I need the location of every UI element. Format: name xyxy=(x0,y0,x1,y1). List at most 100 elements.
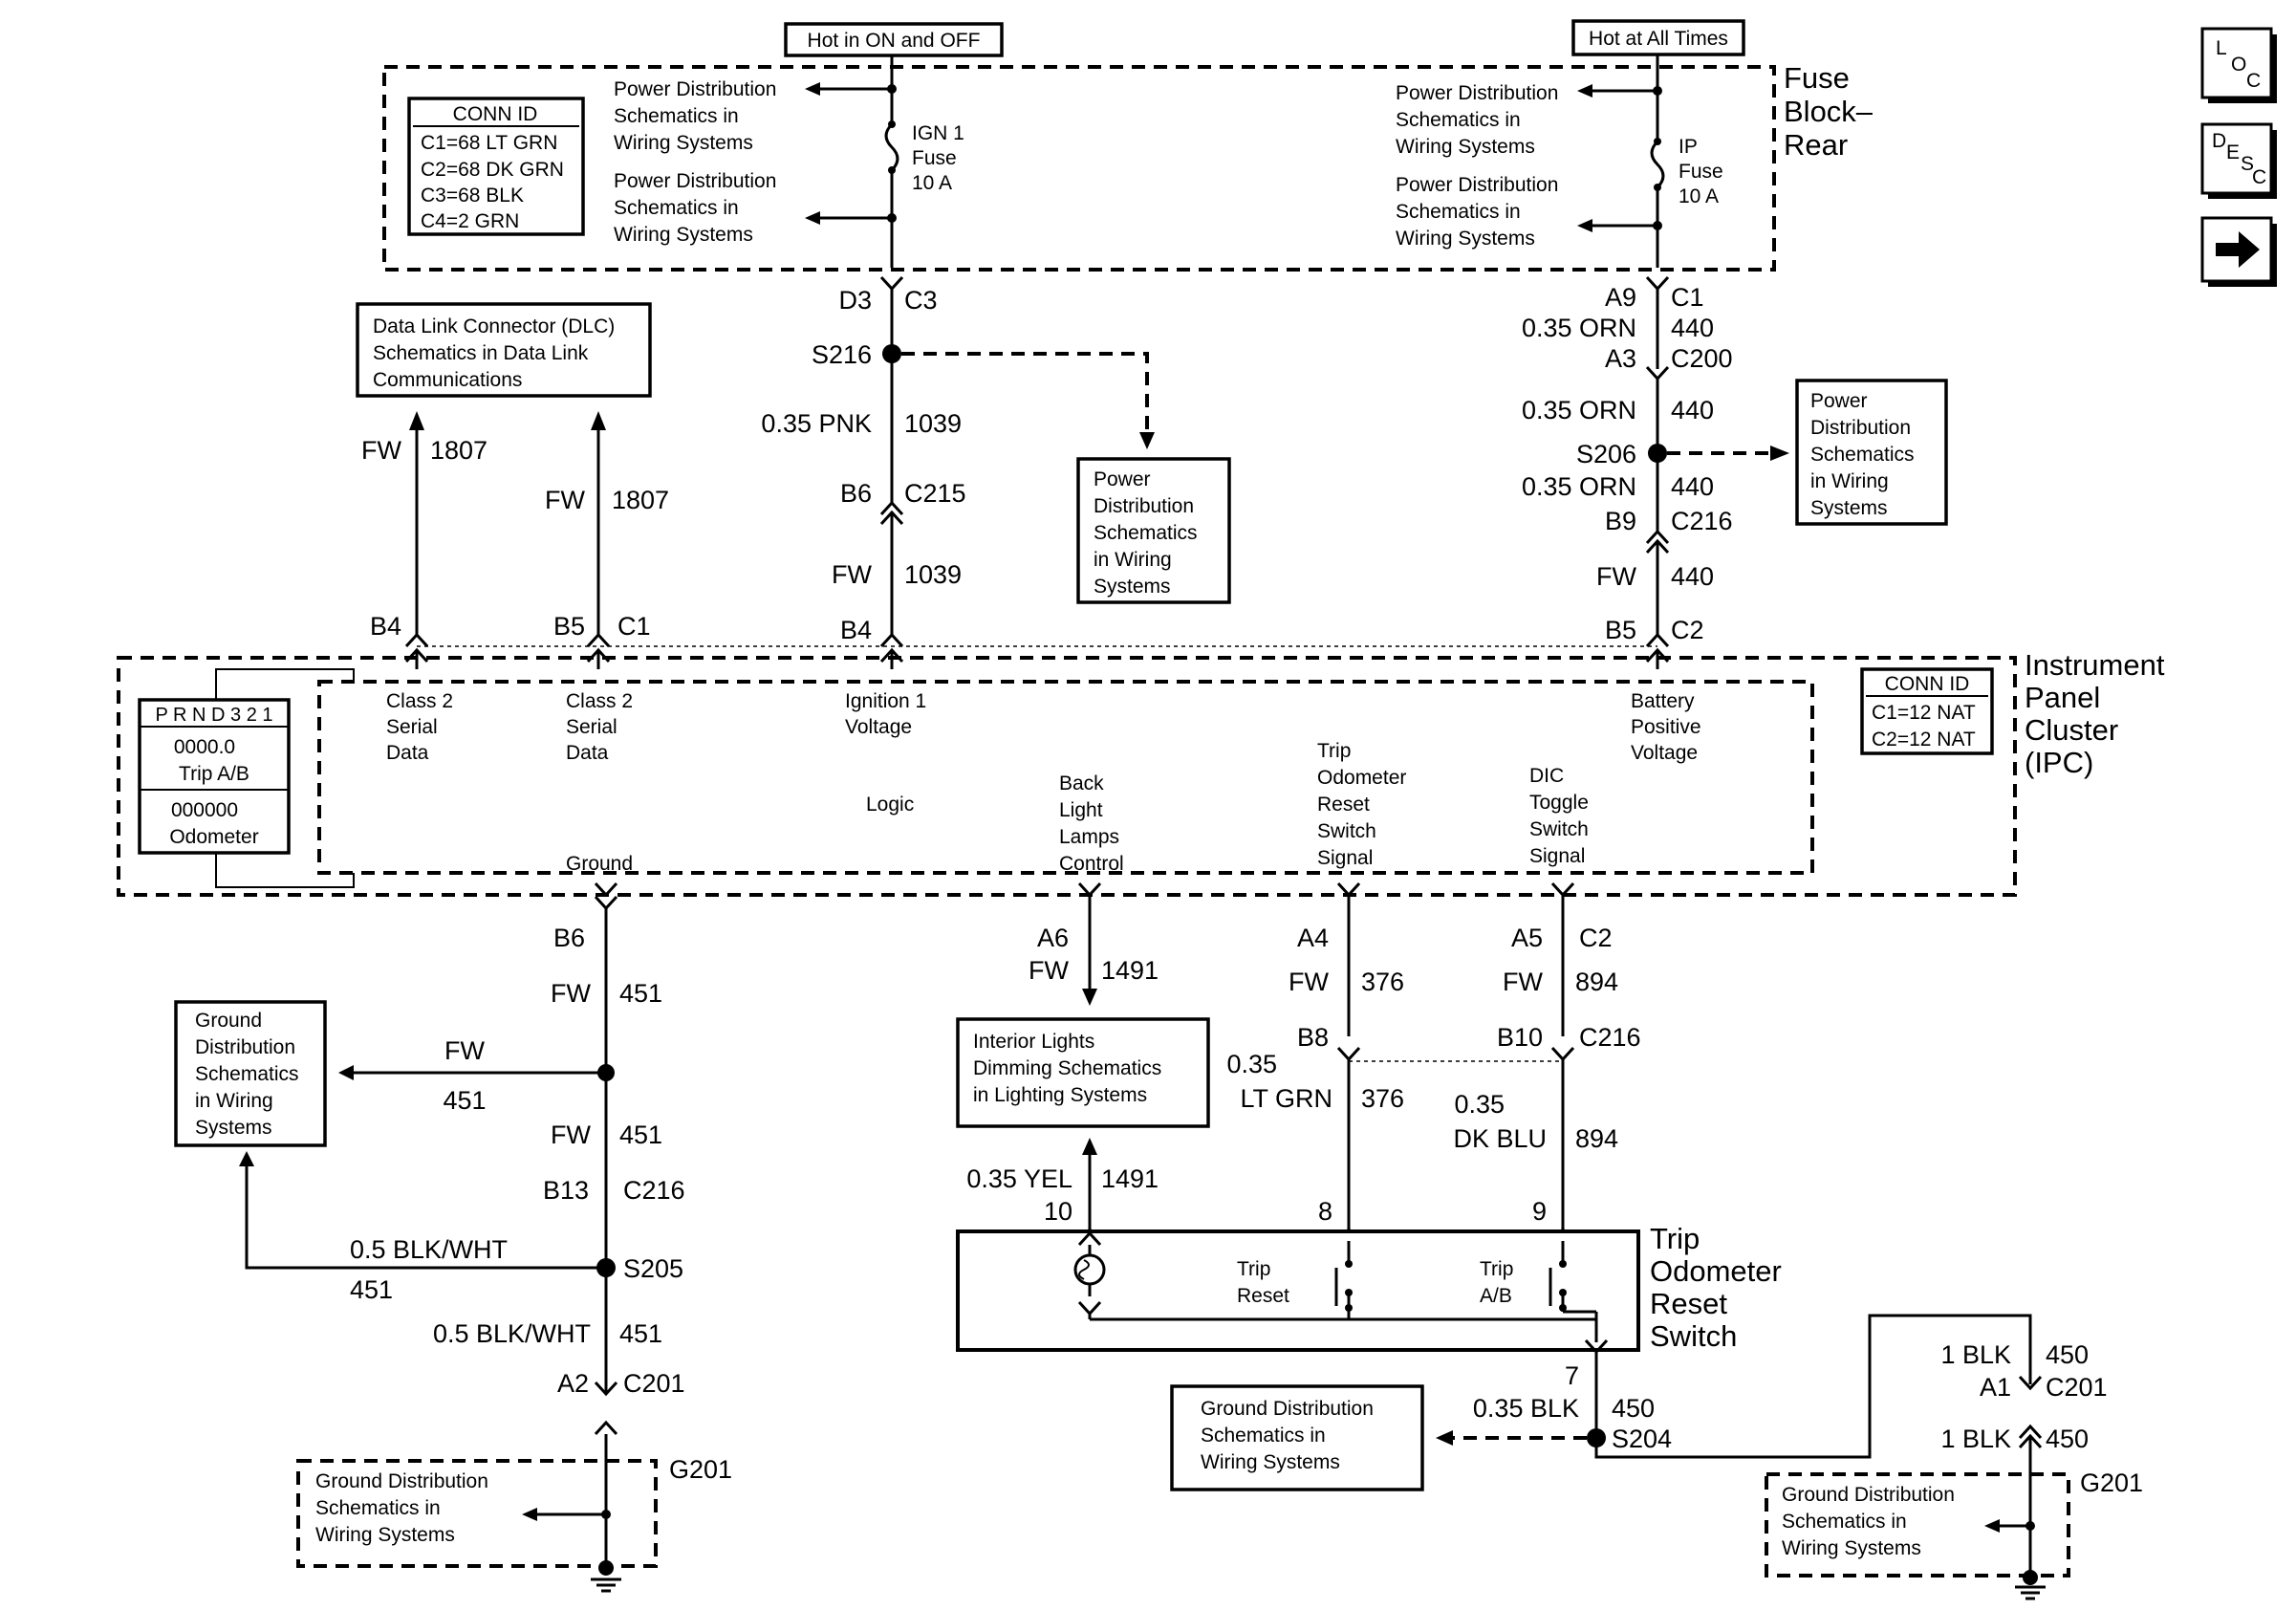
svg-text:Schematics: Schematics xyxy=(1094,522,1198,544)
svg-text:C4=2 GRN: C4=2 GRN xyxy=(421,210,519,232)
pin-9: 9 xyxy=(1532,1197,1547,1226)
pd-ref-right-top: Power Distribution Schematics in Wiring … xyxy=(1396,82,1558,158)
svg-text:Schematics in: Schematics in xyxy=(614,197,739,219)
svg-text:Distribution: Distribution xyxy=(1094,495,1194,517)
pin-7: 7 xyxy=(1565,1361,1579,1390)
svg-text:CONN ID: CONN ID xyxy=(453,103,538,125)
svg-text:Schematics in: Schematics in xyxy=(1201,1425,1326,1447)
pd-ref-right-bottom: Power Distribution Schematics in Wiring … xyxy=(1396,174,1558,250)
circuit-1039-fw: 1039 xyxy=(904,560,962,589)
svg-text:C1=12 NAT: C1=12 NAT xyxy=(1872,702,1976,724)
circuit-376: 376 xyxy=(1361,968,1404,996)
wire-fw-451-1: FW xyxy=(551,979,591,1008)
svg-text:Fuse: Fuse xyxy=(912,147,957,169)
conn-b5-left: B5 xyxy=(553,612,585,641)
conn-a9: A9 xyxy=(1605,283,1636,312)
svg-text:Data: Data xyxy=(386,742,429,764)
ipc-conn-id: CONN ID C1=12 NAT C2=12 NAT xyxy=(1860,667,1994,755)
circuit-440-4: 440 xyxy=(1671,562,1714,591)
gd-ref-g201-left: Ground Distribution Schematics in Wiring… xyxy=(315,1470,488,1546)
svg-text:Power Distribution: Power Distribution xyxy=(614,78,776,100)
svg-text:in Wiring: in Wiring xyxy=(195,1090,273,1112)
svg-text:Wiring Systems: Wiring Systems xyxy=(1396,136,1535,158)
wire-orn-1: 0.35 ORN xyxy=(1522,314,1636,342)
gd-ref-left: Ground Distribution Schematics in Wiring… xyxy=(174,1000,327,1147)
fuse-block-conn-id: CONN ID C1=68 LT GRN C2=68 DK GRN C3=68 … xyxy=(407,97,585,236)
conn-c1-top: C1 xyxy=(1671,283,1704,312)
pin-8: 8 xyxy=(1318,1197,1332,1226)
circuit-440-1: 440 xyxy=(1671,314,1714,342)
svg-text:Block–: Block– xyxy=(1784,95,1874,128)
svg-text:Schematics in: Schematics in xyxy=(315,1497,441,1519)
svg-text:Serial: Serial xyxy=(386,716,438,738)
loc-letter-3: C xyxy=(2246,70,2261,92)
ipc-logic-label: Logic xyxy=(866,794,914,816)
desc-letter-1: D xyxy=(2212,130,2226,152)
conn-c200: C200 xyxy=(1671,344,1733,373)
odometer-value: 000000 xyxy=(171,799,238,821)
svg-text:Light: Light xyxy=(1059,799,1103,821)
svg-text:(IPC): (IPC) xyxy=(2025,746,2093,779)
conn-c201: C201 xyxy=(623,1369,685,1398)
circuit-894: 894 xyxy=(1575,968,1618,996)
svg-text:Class 2: Class 2 xyxy=(386,690,453,712)
svg-text:Schematics in: Schematics in xyxy=(1396,109,1521,131)
ipc-trip-switch-label: Trip Odometer Reset Switch Signal xyxy=(1317,740,1406,869)
svg-text:Class 2: Class 2 xyxy=(566,690,633,712)
ipc-class2-b-label: Class 2 Serial Data xyxy=(566,690,633,764)
svg-text:Odometer: Odometer xyxy=(1317,767,1406,789)
wire-blk-1a: 1 BLK xyxy=(1940,1340,2011,1369)
svg-text:IGN 1: IGN 1 xyxy=(912,122,964,144)
circuit-1807b: 1807 xyxy=(612,486,669,514)
desc-button[interactable]: D E S C xyxy=(2200,122,2277,199)
ign-fuse-label: IGN 1 Fuse 10 A xyxy=(912,122,964,194)
conn-a2: A2 xyxy=(557,1369,589,1398)
svg-text:Wiring Systems: Wiring Systems xyxy=(614,224,753,246)
svg-text:Schematics in: Schematics in xyxy=(1782,1511,1907,1533)
dimming-ref: Interior Lights Dimming Schematics in Li… xyxy=(956,1017,1210,1128)
circuit-451-branch: 451 xyxy=(443,1086,486,1115)
wire-orn-3: 0.35 ORN xyxy=(1522,472,1636,501)
svg-text:Instrument: Instrument xyxy=(2025,648,2165,682)
gd-ref-mid: Ground Distribution Schematics in Wiring… xyxy=(1170,1384,1424,1491)
trip-switch-title: Trip Odometer Reset Switch xyxy=(1650,1222,1782,1353)
svg-text:Odometer: Odometer xyxy=(1650,1254,1782,1288)
svg-text:A/B: A/B xyxy=(1480,1285,1512,1307)
desc-letter-3: S xyxy=(2241,153,2254,175)
ground-g201-right xyxy=(1765,1472,2070,1577)
svg-text:Schematics in: Schematics in xyxy=(614,105,739,127)
wire-fw-894: FW xyxy=(1503,968,1543,996)
wire-blk-035: 0.35 BLK xyxy=(1473,1394,1579,1423)
circuit-451-3: 451 xyxy=(350,1275,393,1304)
svg-text:C3=68 BLK: C3=68 BLK xyxy=(421,185,524,207)
ipc-display: P R N D 3 2 1 0000.0 Trip A/B 000000 Odo… xyxy=(138,668,355,888)
svg-text:Wiring Systems: Wiring Systems xyxy=(614,132,753,154)
loc-letter-2: O xyxy=(2231,54,2246,76)
svg-text:Systems: Systems xyxy=(195,1117,272,1139)
wire-fw-440: FW xyxy=(1596,562,1636,591)
conn-c2-lower: C2 xyxy=(1579,924,1613,952)
trip-reset-switch-icon: Trip Reset xyxy=(1237,1241,1353,1319)
lamp-icon xyxy=(1073,1230,1106,1316)
conn-c216-lower: C216 xyxy=(623,1176,685,1205)
svg-text:Ground Distribution: Ground Distribution xyxy=(1201,1398,1374,1420)
svg-text:Ground Distribution: Ground Distribution xyxy=(315,1470,488,1492)
next-page-button[interactable] xyxy=(2200,216,2277,287)
conn-b6-lower: B6 xyxy=(553,924,585,952)
svg-text:Trip: Trip xyxy=(1317,740,1351,762)
circuit-451-2: 451 xyxy=(619,1120,662,1149)
svg-text:Wiring Systems: Wiring Systems xyxy=(315,1524,455,1546)
splice-s216: S216 xyxy=(812,340,872,369)
circuit-440-3: 440 xyxy=(1671,472,1714,501)
svg-text:CONN ID: CONN ID xyxy=(1885,673,1970,695)
svg-text:Switch: Switch xyxy=(1529,818,1589,840)
svg-text:Voltage: Voltage xyxy=(1631,742,1698,764)
ground-g201-left xyxy=(296,1459,658,1568)
svg-text:Power Distribution: Power Distribution xyxy=(1396,174,1558,196)
conn-c1-left: C1 xyxy=(617,612,651,641)
svg-text:Ground: Ground xyxy=(195,1010,262,1032)
loc-button[interactable]: L O C xyxy=(2200,27,2277,103)
ipc-outline xyxy=(117,656,2017,897)
svg-text:Data Link Connector (DLC): Data Link Connector (DLC) xyxy=(373,315,615,337)
